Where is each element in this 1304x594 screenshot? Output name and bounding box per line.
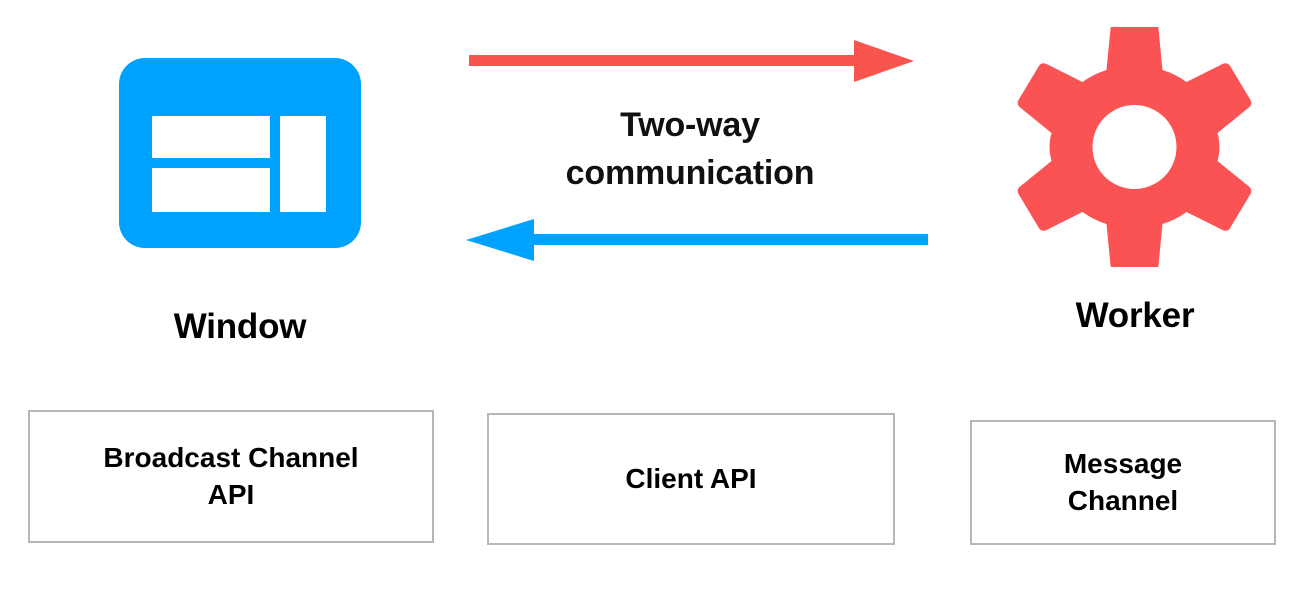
window-node-label: Window bbox=[173, 307, 307, 346]
two-way-communication-caption: Two-way communication bbox=[455, 101, 925, 198]
window-to-worker-arrow bbox=[466, 38, 914, 84]
api-box-0-line-1: Broadcast Channel bbox=[103, 442, 359, 474]
api-box-2-line-1: Message bbox=[1063, 448, 1183, 480]
worker-to-window-arrow bbox=[462, 217, 930, 263]
worker-node-label: Worker bbox=[1075, 296, 1195, 335]
api-box-message-channel: Message Channel bbox=[970, 420, 1276, 545]
caption-line-1: Two-way bbox=[620, 106, 760, 144]
caption-line-2: communication bbox=[565, 154, 815, 193]
api-box-client-api: Client API bbox=[487, 413, 895, 545]
browser-window-icon bbox=[119, 58, 361, 248]
api-box-broadcast-channel: Broadcast Channel API bbox=[28, 410, 434, 543]
api-box-2-line-2: Channel bbox=[1067, 484, 1179, 516]
api-box-0-line-2: API bbox=[207, 478, 255, 510]
api-box-1-line-1: Client API bbox=[625, 462, 757, 494]
gear-icon bbox=[1013, 27, 1256, 267]
